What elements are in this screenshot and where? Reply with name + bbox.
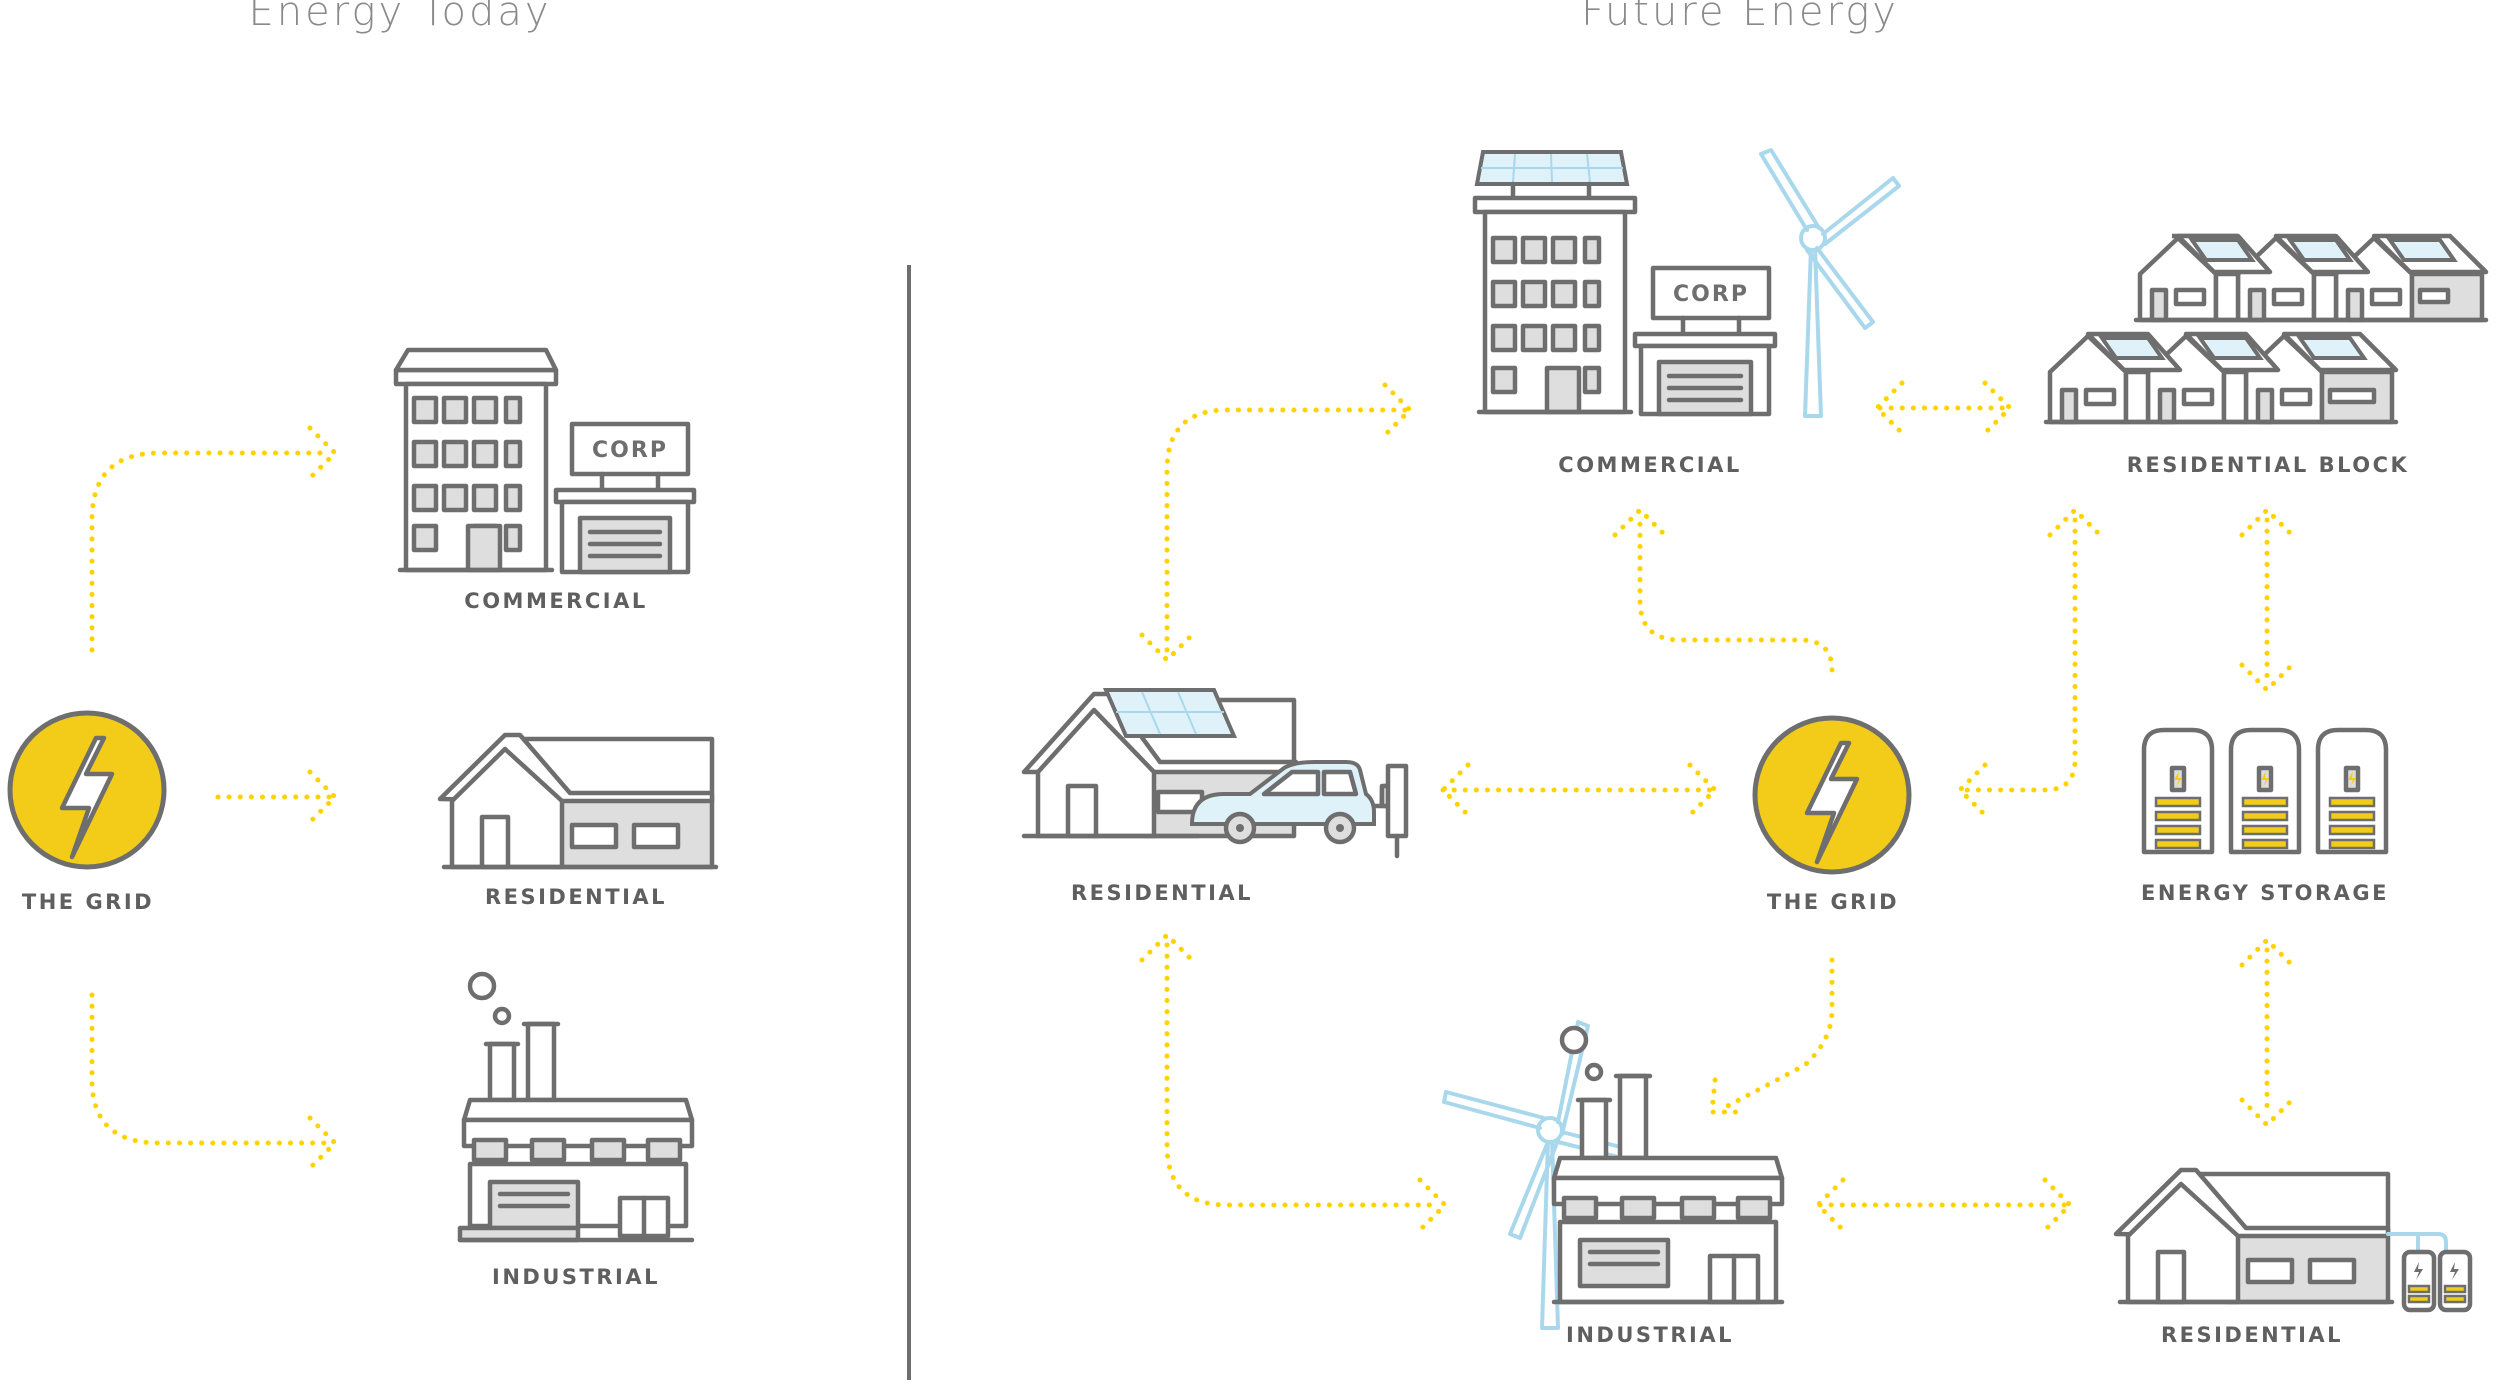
battery-icon — [2401, 1249, 2437, 1313]
flow-grid-industrial — [1717, 957, 1835, 1113]
residential-block-icon — [2043, 233, 2489, 425]
factory-icon-today — [457, 971, 695, 1243]
residential-battery-icon — [2113, 1167, 2473, 1313]
heading-energy-today: Energy Today — [248, 0, 552, 35]
flow-arrows-today — [89, 425, 338, 1171]
solar-panel-icon — [1102, 688, 1238, 738]
flow-grid-to-industrial — [89, 992, 333, 1146]
corp-sign: CORP — [592, 438, 668, 463]
solar-panel-icon — [1474, 150, 1630, 186]
flow-residential-industrial — [1164, 942, 1443, 1208]
label-grid-today: THE GRID — [21, 890, 155, 914]
label-residential-battery: RESIDENTIAL — [2160, 1323, 2344, 1347]
battery-icon — [2141, 727, 2215, 855]
energy-storage-icon — [2141, 727, 2389, 855]
grid-icon-today — [7, 710, 167, 870]
flow-grid-commercial — [1637, 517, 1835, 673]
flow-residential-commercial — [1164, 407, 1408, 653]
label-commercial-future: COMMERCIAL — [1558, 453, 1742, 477]
corp-sign: CORP — [1673, 282, 1749, 307]
label-residential-today: RESIDENTIAL — [484, 885, 668, 909]
heading-future-energy: Future Energy — [1581, 0, 1899, 35]
label-commercial-today: COMMERCIAL — [464, 589, 648, 613]
factory-icon-future — [1442, 1020, 1785, 1330]
house-icon-today — [437, 732, 719, 870]
flow-arrows-future — [1139, 380, 2295, 1233]
battery-icon — [2437, 1249, 2473, 1313]
label-energy-storage: ENERGY STORAGE — [2140, 881, 2390, 905]
battery-icon — [2228, 727, 2302, 855]
office-building-icon-future: CORP — [1472, 148, 1901, 418]
office-building-icon-today: CORP — [393, 347, 697, 575]
label-residential-ev: RESIDENTIAL — [1070, 881, 1254, 905]
lightning-bolt-icon — [59, 735, 115, 860]
battery-icon — [2315, 727, 2389, 855]
flow-block-grid — [1957, 517, 2078, 793]
label-industrial-today: INDUSTRIAL — [492, 1265, 660, 1289]
lightning-bolt-icon — [1804, 740, 1860, 865]
electric-car-icon — [1189, 760, 1376, 845]
label-grid-future: THE GRID — [1766, 890, 1900, 914]
wind-turbine-icon — [1759, 148, 1901, 418]
flow-grid-to-commercial — [89, 450, 333, 653]
label-industrial-future: INDUSTRIAL — [1566, 1323, 1734, 1347]
label-residential-block: RESIDENTIAL BLOCK — [2126, 453, 2410, 477]
residential-ev-icon — [1021, 688, 1409, 859]
grid-icon-future — [1752, 715, 1912, 875]
